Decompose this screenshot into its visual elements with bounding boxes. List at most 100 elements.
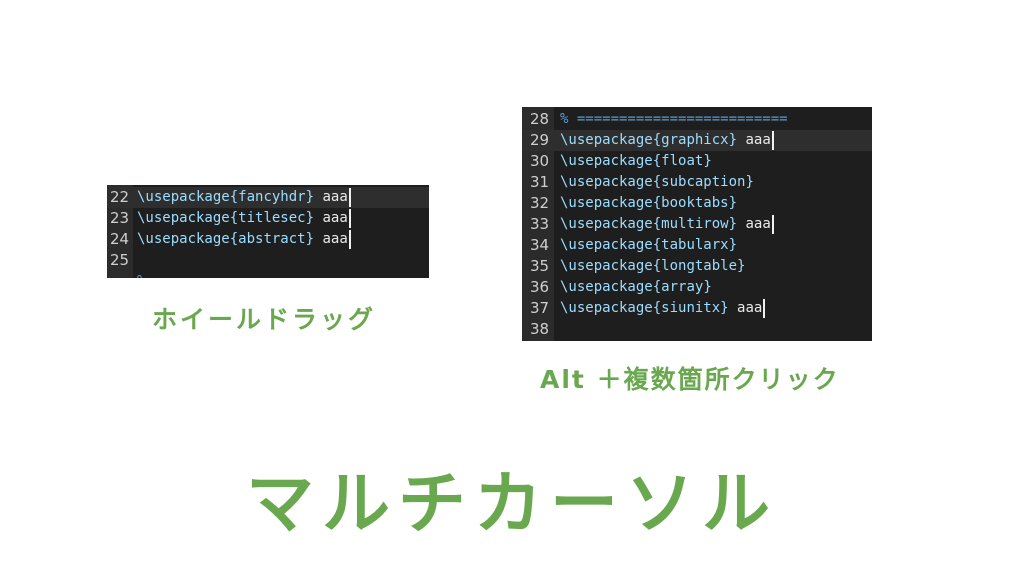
- code-line[interactable]: 37\usepackage{siunitx} aaa: [522, 298, 872, 319]
- code-text: \usepackage{subcaption}: [560, 172, 754, 193]
- text-cursor: [771, 215, 774, 234]
- close-brace: }: [737, 258, 746, 274]
- line-number: 34: [530, 236, 550, 254]
- line-number: 28: [530, 110, 550, 128]
- code-line[interactable]: 23 \usepackage{titlesec} aaa: [107, 208, 429, 229]
- latex-command: \usepackage: [560, 132, 653, 148]
- code-line[interactable]: 33 \usepackage{multirow} aaa: [522, 214, 872, 235]
- package-name: siunitx: [661, 300, 721, 316]
- latex-command: \usepackage: [560, 195, 653, 211]
- code-text: \usepackage{tabularx}: [560, 235, 737, 256]
- close-brace: }: [703, 279, 712, 295]
- code-line[interactable]: 28 % =========================: [522, 109, 872, 130]
- code-line-partial: %: [107, 271, 429, 278]
- package-name: float: [661, 153, 704, 169]
- code-line[interactable]: 32\usepackage{booktabs}: [522, 193, 872, 214]
- latex-command: \usepackage: [560, 237, 653, 253]
- package-name: booktabs: [661, 195, 729, 211]
- code-line[interactable]: 22 \usepackage{fancyhdr} aaa: [107, 187, 429, 208]
- code-line[interactable]: 34 \usepackage{tabularx}: [522, 235, 872, 256]
- line-number: 29: [530, 131, 550, 149]
- package-name: abstract: [238, 231, 306, 247]
- latex-command: \usepackage: [560, 216, 653, 232]
- line-number: 31: [530, 173, 550, 191]
- close-brace: }: [728, 216, 738, 232]
- latex-command: \usepackage: [560, 153, 653, 169]
- line-number: 36: [530, 278, 550, 296]
- close-brace: }: [703, 153, 712, 169]
- open-brace: {: [652, 300, 662, 316]
- line-number: 38: [530, 320, 550, 338]
- typed-text: aaa: [314, 189, 348, 205]
- latex-command: \usepackage: [560, 300, 653, 316]
- code-line[interactable]: 35 \usepackage{longtable}: [522, 256, 872, 277]
- code-text: \usepackage{multirow} aaa: [560, 214, 774, 235]
- open-brace: {: [229, 210, 239, 226]
- code-line[interactable]: 24 \usepackage{abstract} aaa: [107, 229, 429, 250]
- text-cursor: [771, 131, 774, 150]
- open-brace: {: [652, 132, 662, 148]
- package-name: titlesec: [238, 210, 306, 226]
- code-line[interactable]: 30 \usepackage{float}: [522, 151, 872, 172]
- code-line[interactable]: 31 \usepackage{subcaption}: [522, 172, 872, 193]
- package-name: multirow: [661, 216, 729, 232]
- package-name: array: [661, 279, 704, 295]
- package-name: subcaption: [661, 174, 746, 190]
- latex-command: \usepackage: [137, 189, 230, 205]
- line-number: 30: [530, 152, 550, 170]
- latex-command: \usepackage: [560, 279, 653, 295]
- code-text: \usepackage{titlesec} aaa: [137, 208, 351, 229]
- latex-command: \usepackage: [137, 231, 230, 247]
- package-name: fancyhdr: [238, 189, 306, 205]
- line-number: 23: [110, 209, 130, 227]
- code-text: \usepackage{array}: [560, 277, 712, 298]
- close-brace: }: [745, 174, 754, 190]
- code-text: \usepackage{graphicx} aaa: [560, 130, 774, 151]
- page-title: マルチカーソル: [245, 465, 778, 544]
- latex-command: \usepackage: [137, 210, 230, 226]
- typed-text: aaa: [314, 210, 348, 226]
- caption-alt-click: Alt ＋複数箇所クリック: [540, 365, 840, 394]
- code-line[interactable]: 36 \usepackage{array}: [522, 277, 872, 298]
- code-text: \usepackage{longtable}: [560, 256, 745, 277]
- typed-text: aaa: [737, 216, 771, 232]
- close-brace: }: [728, 132, 738, 148]
- code-line[interactable]: 25: [107, 250, 429, 271]
- code-text: \usepackage{abstract} aaa: [137, 229, 351, 250]
- line-number: 25: [110, 251, 130, 269]
- close-brace: }: [720, 300, 729, 316]
- comment-text: %: [137, 271, 145, 278]
- close-brace: }: [728, 195, 738, 211]
- open-brace: {: [652, 258, 662, 274]
- text-cursor: [763, 299, 766, 318]
- line-number: 35: [530, 257, 550, 275]
- code-text: \usepackage{float}: [560, 151, 712, 172]
- package-name: tabularx: [661, 237, 729, 253]
- line-number: 24: [110, 230, 130, 248]
- comment-text: % =========================: [560, 111, 788, 127]
- code-text: \usepackage{fancyhdr} aaa: [137, 187, 351, 208]
- text-cursor: [348, 209, 351, 228]
- open-brace: {: [229, 231, 239, 247]
- open-brace: {: [652, 216, 662, 232]
- line-number: 22: [110, 188, 130, 206]
- code-line[interactable]: 29 \usepackage{graphicx} aaa: [522, 130, 872, 151]
- close-brace: }: [305, 231, 315, 247]
- text-cursor: [348, 188, 351, 207]
- typed-text: aaa: [314, 231, 348, 247]
- code-text: \usepackage{siunitx} aaa: [560, 298, 766, 319]
- typed-text: aaa: [728, 300, 763, 316]
- editor-alt-click[interactable]: 28 % ========================= 29 \usepacka…: [522, 107, 872, 341]
- open-brace: {: [652, 153, 662, 169]
- line-number: 33: [530, 215, 550, 233]
- open-brace: {: [652, 279, 662, 295]
- close-brace: }: [305, 189, 315, 205]
- close-brace: }: [728, 237, 738, 253]
- open-brace: {: [652, 195, 662, 211]
- latex-command: \usepackage: [560, 258, 653, 274]
- code-line[interactable]: 38: [522, 319, 872, 340]
- close-brace: }: [305, 210, 315, 226]
- text-cursor: [348, 230, 351, 249]
